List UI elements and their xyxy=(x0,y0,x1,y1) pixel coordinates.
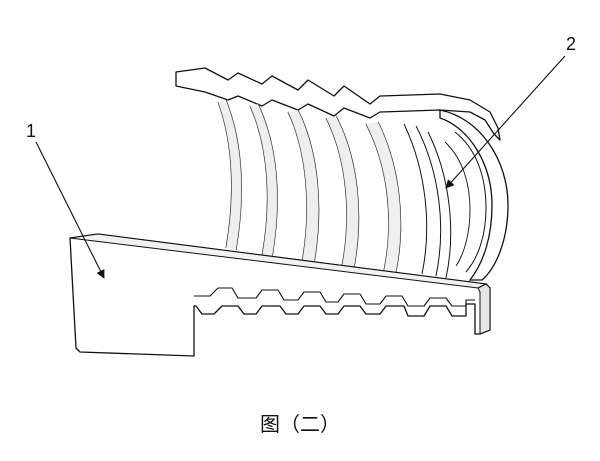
callout-1: 1 xyxy=(26,121,37,141)
top-flange xyxy=(175,67,501,141)
sleeve-right-rim xyxy=(454,131,487,273)
figure-caption: 图（二） xyxy=(260,412,340,436)
leader-1 xyxy=(35,141,105,279)
sleeve-right-end xyxy=(439,109,509,281)
sleeve-right-rim-inner xyxy=(444,141,471,267)
front-plate-teeth xyxy=(194,287,475,307)
callout-2: 2 xyxy=(566,34,577,54)
groove-shading xyxy=(218,100,401,272)
front-plate-end xyxy=(477,283,491,335)
front-plate xyxy=(69,233,491,357)
leader-2 xyxy=(445,55,566,189)
